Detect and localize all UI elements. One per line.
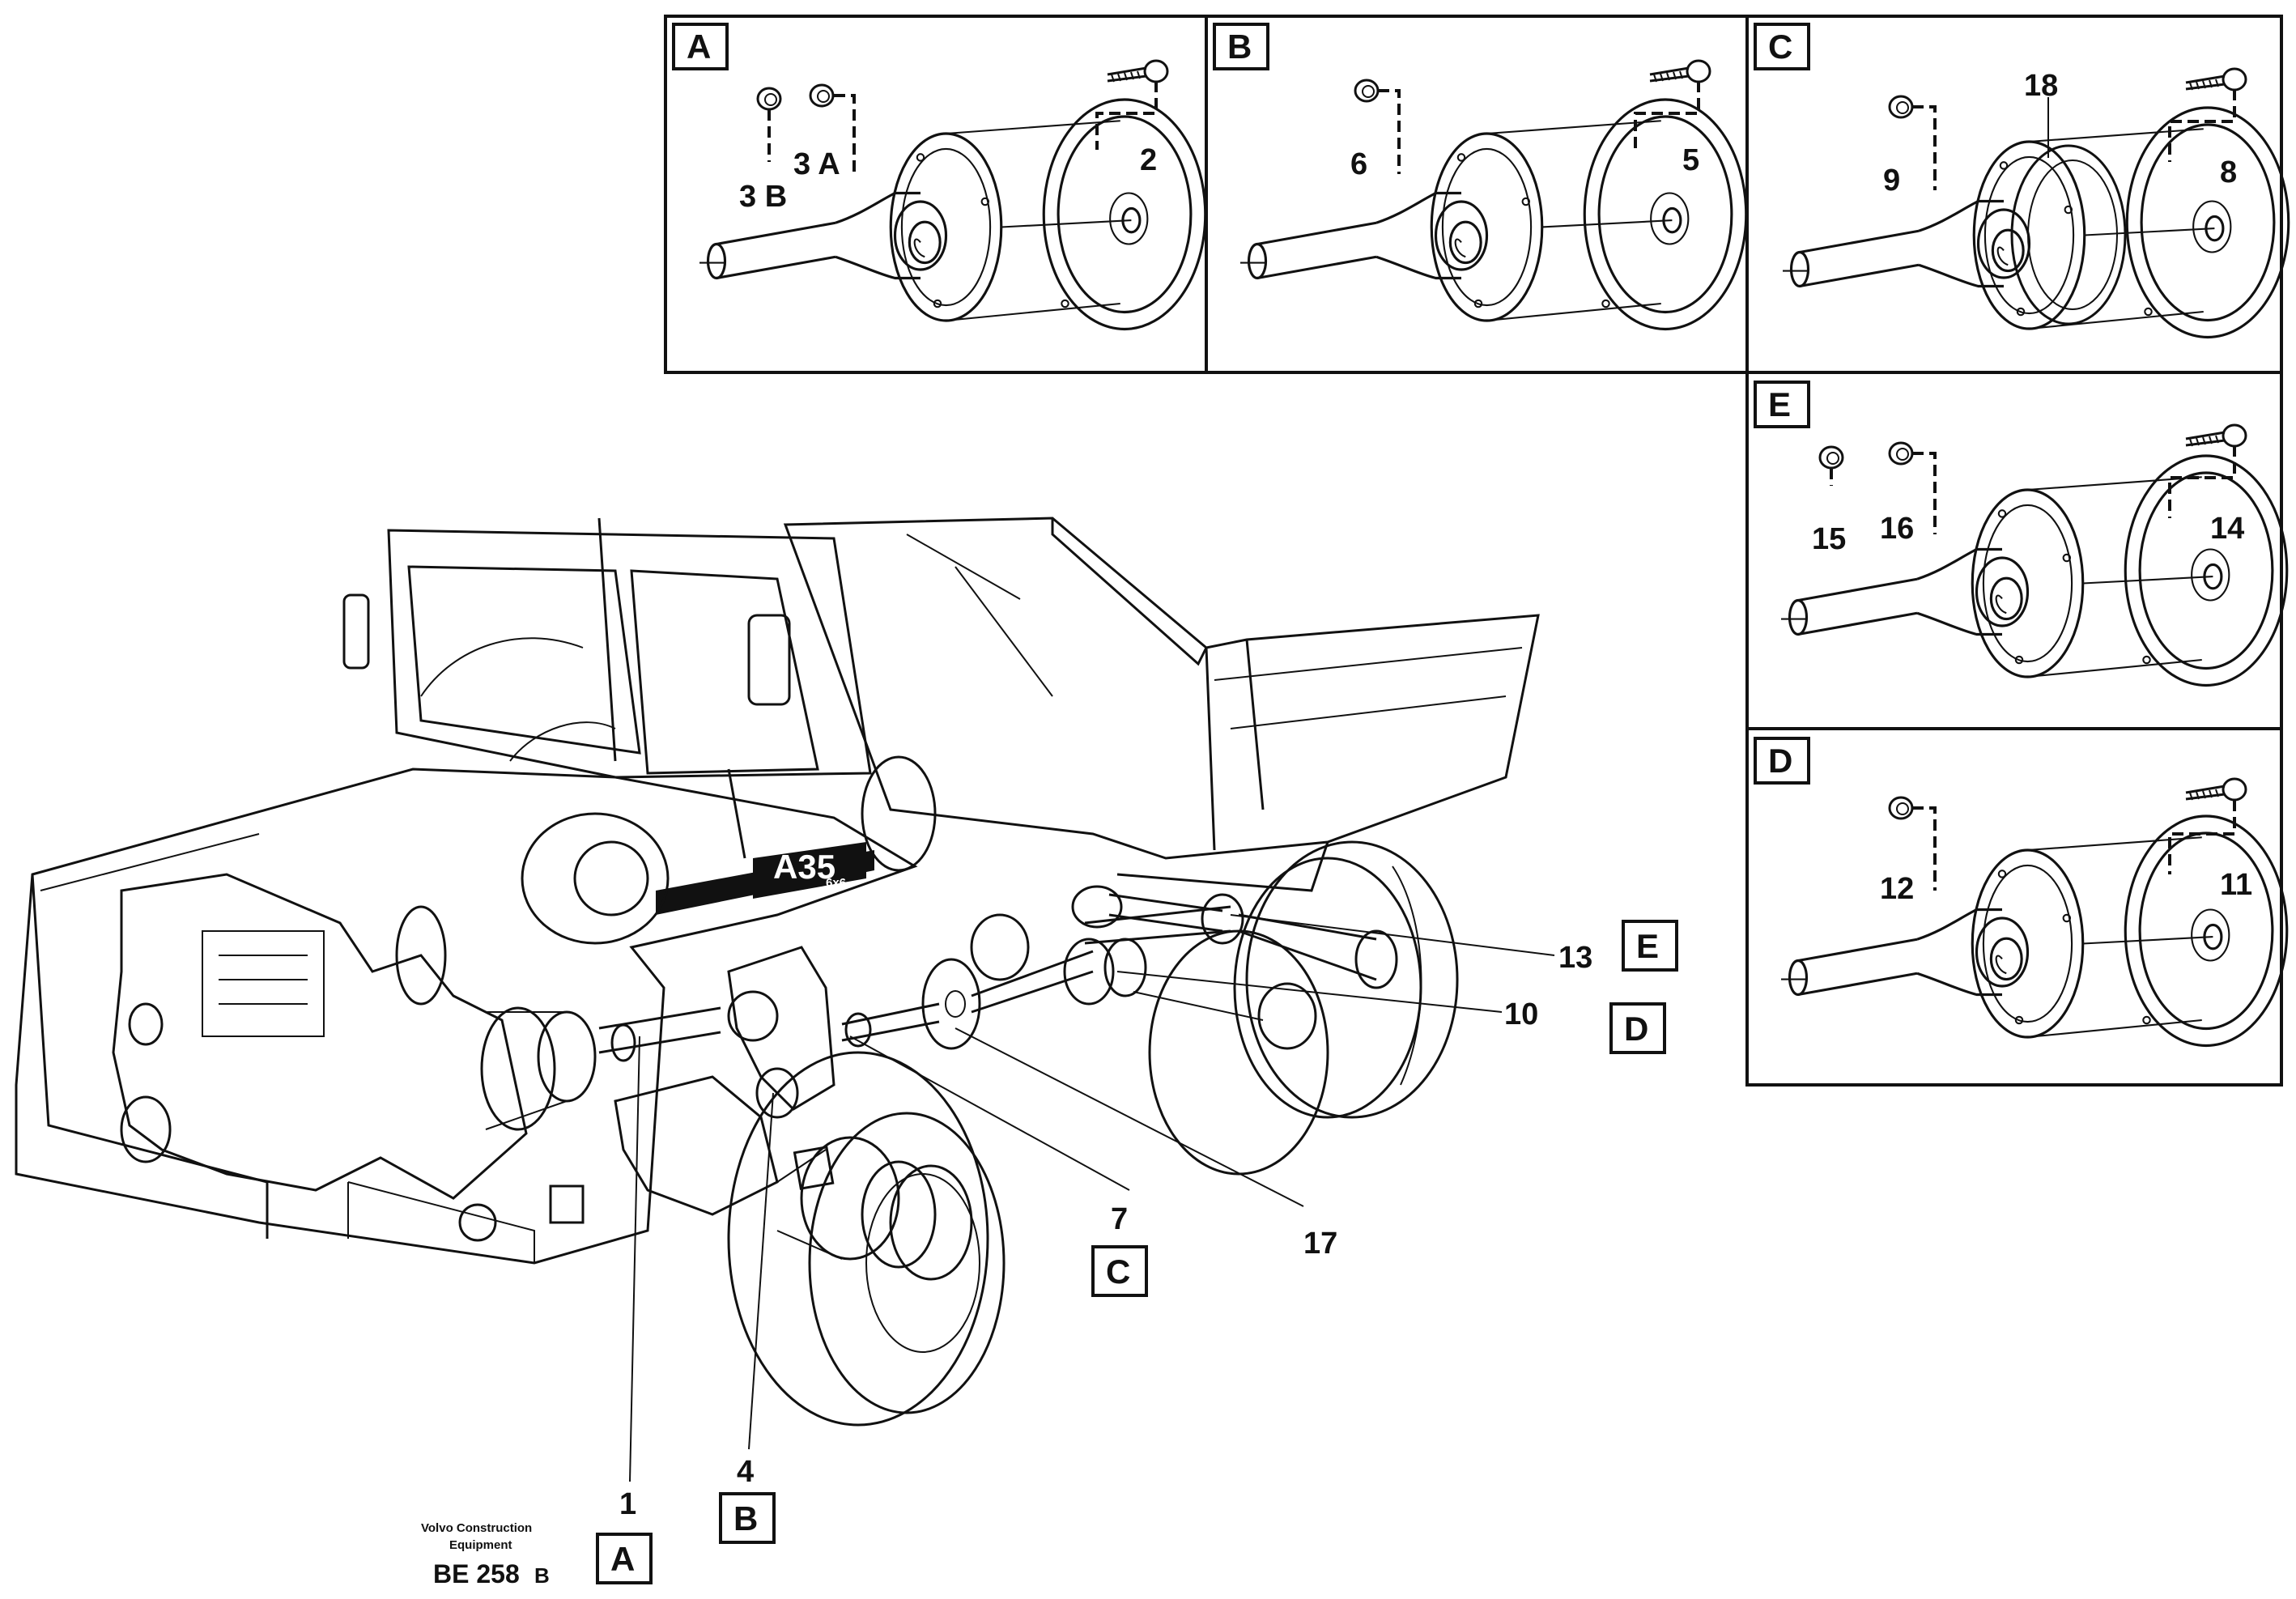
panel-d-letter: D xyxy=(1768,742,1792,780)
label-18: 18 xyxy=(2024,69,2058,103)
svg-text:A: A xyxy=(610,1540,635,1578)
leader-lines xyxy=(629,914,1555,1482)
panel-a-letter: A xyxy=(687,28,711,66)
label-6: 6 xyxy=(1350,147,1367,181)
label-14: 14 xyxy=(2210,512,2244,546)
tag-e: E xyxy=(1622,920,1678,972)
label-8: 8 xyxy=(2220,155,2237,189)
callout-1: 1 xyxy=(619,1487,636,1521)
label-3b: 3 B xyxy=(739,180,787,214)
label-9: 9 xyxy=(1883,164,1900,198)
callout-7: 7 xyxy=(1111,1202,1128,1236)
truck-badge: A35 xyxy=(773,848,835,886)
panel-b: B 6 5 xyxy=(1205,15,1749,374)
callout-10: 10 xyxy=(1504,997,1538,1031)
label-5: 5 xyxy=(1682,143,1699,177)
callout-17: 17 xyxy=(1303,1227,1337,1261)
label-15: 15 xyxy=(1812,522,1846,556)
label-11: 11 xyxy=(2220,868,2252,902)
tag-c: C xyxy=(1091,1245,1148,1297)
hauler-illustration: A35 6x6 xyxy=(15,517,1540,1427)
truck-badge-sub: 6x6 xyxy=(826,876,846,890)
drawing-revision: B xyxy=(534,1563,550,1588)
label-16: 16 xyxy=(1880,512,1914,546)
maker-line-2: Equipment xyxy=(449,1538,512,1552)
label-2: 2 xyxy=(1140,143,1157,177)
tag-b: B xyxy=(719,1492,776,1544)
drawing-code: BE 258 xyxy=(433,1559,520,1588)
svg-text:D: D xyxy=(1624,1010,1648,1048)
svg-text:B: B xyxy=(733,1499,758,1537)
maker-line-1: Volvo Construction xyxy=(421,1521,532,1535)
label-12: 12 xyxy=(1880,872,1914,906)
panel-d: D 12 11 xyxy=(1745,727,2289,1087)
panel-e-letter: E xyxy=(1768,385,1791,423)
svg-text:E: E xyxy=(1636,927,1659,965)
tag-a: A xyxy=(596,1533,653,1584)
panel-c: C 9 18 8 xyxy=(1745,15,2290,374)
label-3a: 3 A xyxy=(793,147,840,181)
panel-a: A 3 B 3 A 2 xyxy=(664,15,1208,374)
panel-e: E 15 16 14 xyxy=(1745,371,2289,730)
callout-13: 13 xyxy=(1558,941,1592,975)
panel-c-letter: C xyxy=(1768,28,1792,66)
svg-text:C: C xyxy=(1106,1252,1130,1291)
callout-4: 4 xyxy=(737,1455,754,1489)
footer-block: Volvo Construction Equipment BE 258 B xyxy=(421,1521,550,1588)
tag-d: D xyxy=(1609,1002,1666,1054)
panel-b-letter: B xyxy=(1227,28,1252,66)
